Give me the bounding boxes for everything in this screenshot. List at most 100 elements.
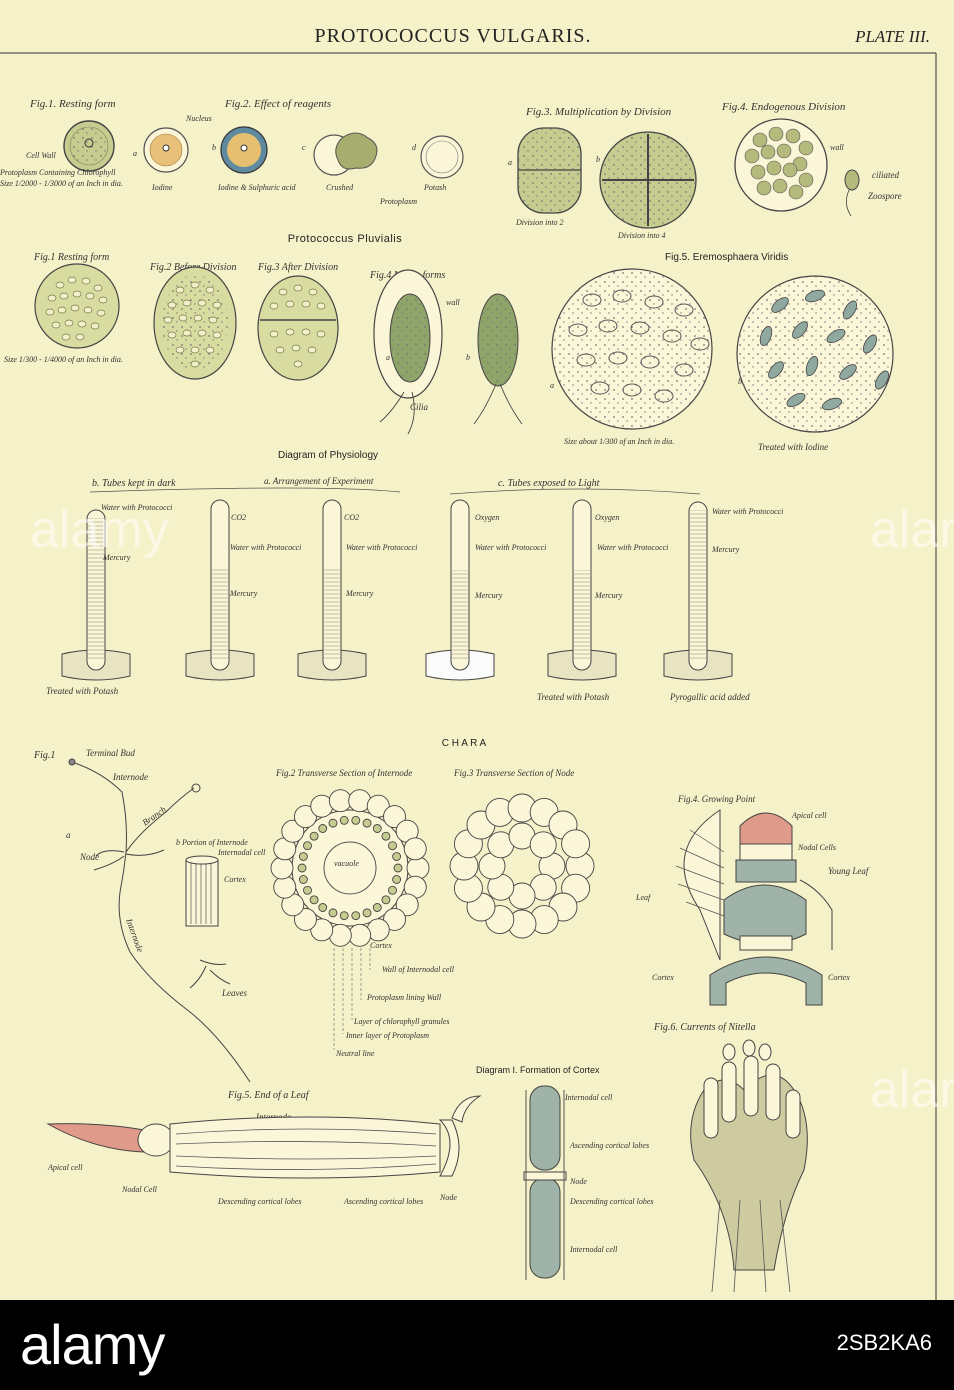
crushed-label: Crushed (326, 183, 354, 192)
endogenous-division-cell (734, 118, 828, 212)
cortical-cell (561, 829, 591, 859)
cortical-cell (362, 818, 372, 828)
motile-form-a (373, 269, 443, 435)
eremosphaera-title: Fig.5. Eremosphaera Viridis (665, 252, 788, 263)
cortical-cell (273, 875, 297, 899)
cortical-cell (328, 908, 338, 918)
tube3-co2-label: CO2 (344, 513, 359, 522)
cortical-cell (381, 895, 391, 905)
pluvialis-resting-cell (34, 263, 120, 349)
cortical-cell (393, 863, 403, 873)
protoplasm-lining-label: Protoplasm lining Wall (366, 993, 442, 1002)
cortical-cell (366, 794, 390, 818)
stock-footer (0, 1300, 954, 1390)
cortical-cell (303, 841, 312, 851)
plate-title: PROTOCOCCUS VULGARIS. (315, 25, 592, 47)
diag-node: Node (569, 1177, 587, 1186)
cortical-cell (372, 824, 382, 833)
cortical-cell (294, 907, 317, 931)
apical-cell-label: Apical cell (791, 811, 827, 820)
vulgaris-fig3-title: Fig.3. Multiplication by Division (525, 106, 672, 118)
pyrogallic-label: Pyrogallic acid added (669, 692, 750, 702)
cilia-label: Cilia (410, 402, 429, 412)
diag-ascending: Ascending cortical lobes (569, 1141, 649, 1150)
diag-internodal-top: Internodal cell (564, 1093, 613, 1102)
division-into-2-cell (517, 127, 582, 214)
potash-cell (420, 135, 464, 179)
growing-point (675, 809, 833, 1006)
cortical-cell (351, 911, 361, 921)
cortical-cell (318, 903, 328, 912)
cortical-cell (529, 831, 557, 859)
cortical-cell (318, 824, 328, 833)
cortex-formation-diagram (523, 1085, 567, 1280)
cortex-section-label: Cortex (370, 941, 392, 950)
leaf-apical-label: Apical cell (47, 1163, 83, 1172)
label-a: a (133, 149, 137, 158)
botanical-plate: PROTOCOCCUS VULGARIS. PLATE III. Fig.1. … (0, 0, 954, 1300)
chara-fig1: Fig.1 (33, 750, 55, 761)
label-d: d (412, 143, 417, 152)
physiology-title: Diagram of Physiology (278, 450, 378, 461)
potash-label: Potash (423, 183, 446, 192)
cortical-cell (298, 875, 308, 884)
growing-point-title: Fig.4. Growing Point (677, 794, 756, 804)
tube2-co2-label: CO2 (231, 513, 246, 522)
chara-label-a: a (66, 830, 71, 840)
light-potash-label: Treated with Potash (537, 692, 610, 702)
division-into-4-cell (599, 131, 697, 229)
pluvialis-title: Protococcus Pluvialis (288, 233, 402, 245)
cortical-cell (339, 911, 349, 921)
cortical-cell (381, 831, 391, 841)
nodal-cells-label: Nodal Cells (797, 843, 836, 852)
mercury-column (452, 570, 468, 660)
label-b: b (212, 143, 216, 152)
protoplasm-label: Protoplasm (379, 197, 417, 206)
end-of-leaf-title: Fig.5. End of a Leaf (227, 1090, 310, 1101)
mercury-column (88, 518, 104, 660)
tubes-dark-label: b. Tubes kept in dark (92, 478, 176, 489)
label-a-2: a (508, 158, 512, 167)
endogenous-wall-label: wall (830, 143, 845, 152)
zoospore (844, 169, 860, 217)
zoospore-label: Zoospore (868, 191, 902, 201)
wall-internodal-label: Wall of Internodal cell (382, 965, 455, 974)
cortical-cell (403, 837, 427, 861)
tube3-water-label: Water with Protococci (346, 543, 417, 552)
nucleus-label: Nucleus (185, 114, 212, 123)
node-section (449, 793, 595, 939)
watermark: alamy (870, 501, 954, 559)
label-a-4: a (550, 381, 554, 390)
motile-wall-label: wall (446, 298, 461, 307)
cortical-cell (298, 852, 308, 861)
chara-title: C H A R A (442, 738, 487, 749)
tube6-water-label: Water with Protococci (712, 507, 783, 516)
mercury-column (690, 510, 706, 660)
cortical-cell (388, 841, 397, 851)
neutral-line-label: Neutral line (335, 1049, 375, 1058)
tubes-light-label: c. Tubes exposed to Light (498, 478, 600, 489)
motile-form-b (473, 293, 523, 425)
tube1-mercury-label: Mercury (102, 553, 131, 562)
internode-top-label: Internode (112, 772, 148, 782)
leaves-label: Leaves (221, 988, 247, 998)
crushed-cell (313, 132, 378, 176)
tube4-oxygen-label: Oxygen (475, 513, 499, 522)
portion-internode-label: b Portion of Internode (176, 838, 248, 847)
iodine-sulphuric-label: Iodine & Sulphuric acid (217, 183, 297, 192)
label-a-3: a (386, 353, 390, 362)
vacuole-label: vacuole (334, 859, 359, 868)
cortical-cell (406, 856, 430, 880)
cortical-cell (309, 895, 319, 905)
internodal-cell-wall (291, 809, 409, 927)
diag-internodal-bottom: Internodal cell (569, 1245, 618, 1254)
tube5-water-label: Water with Protococci (597, 543, 668, 552)
cortex-diagram-title: Diagram I. Formation of Cortex (476, 1065, 600, 1075)
nitella-currents (690, 1039, 808, 1293)
cortical-cell (297, 863, 307, 873)
chara-plant (68, 758, 251, 1083)
cortical-cell (310, 918, 334, 942)
image-id: 2SB2KA6 (836, 1330, 932, 1355)
protoplasm-chlorophyll-label: Protoplasm Containing Chlorophyll (0, 168, 116, 177)
internode-portion (185, 855, 219, 927)
